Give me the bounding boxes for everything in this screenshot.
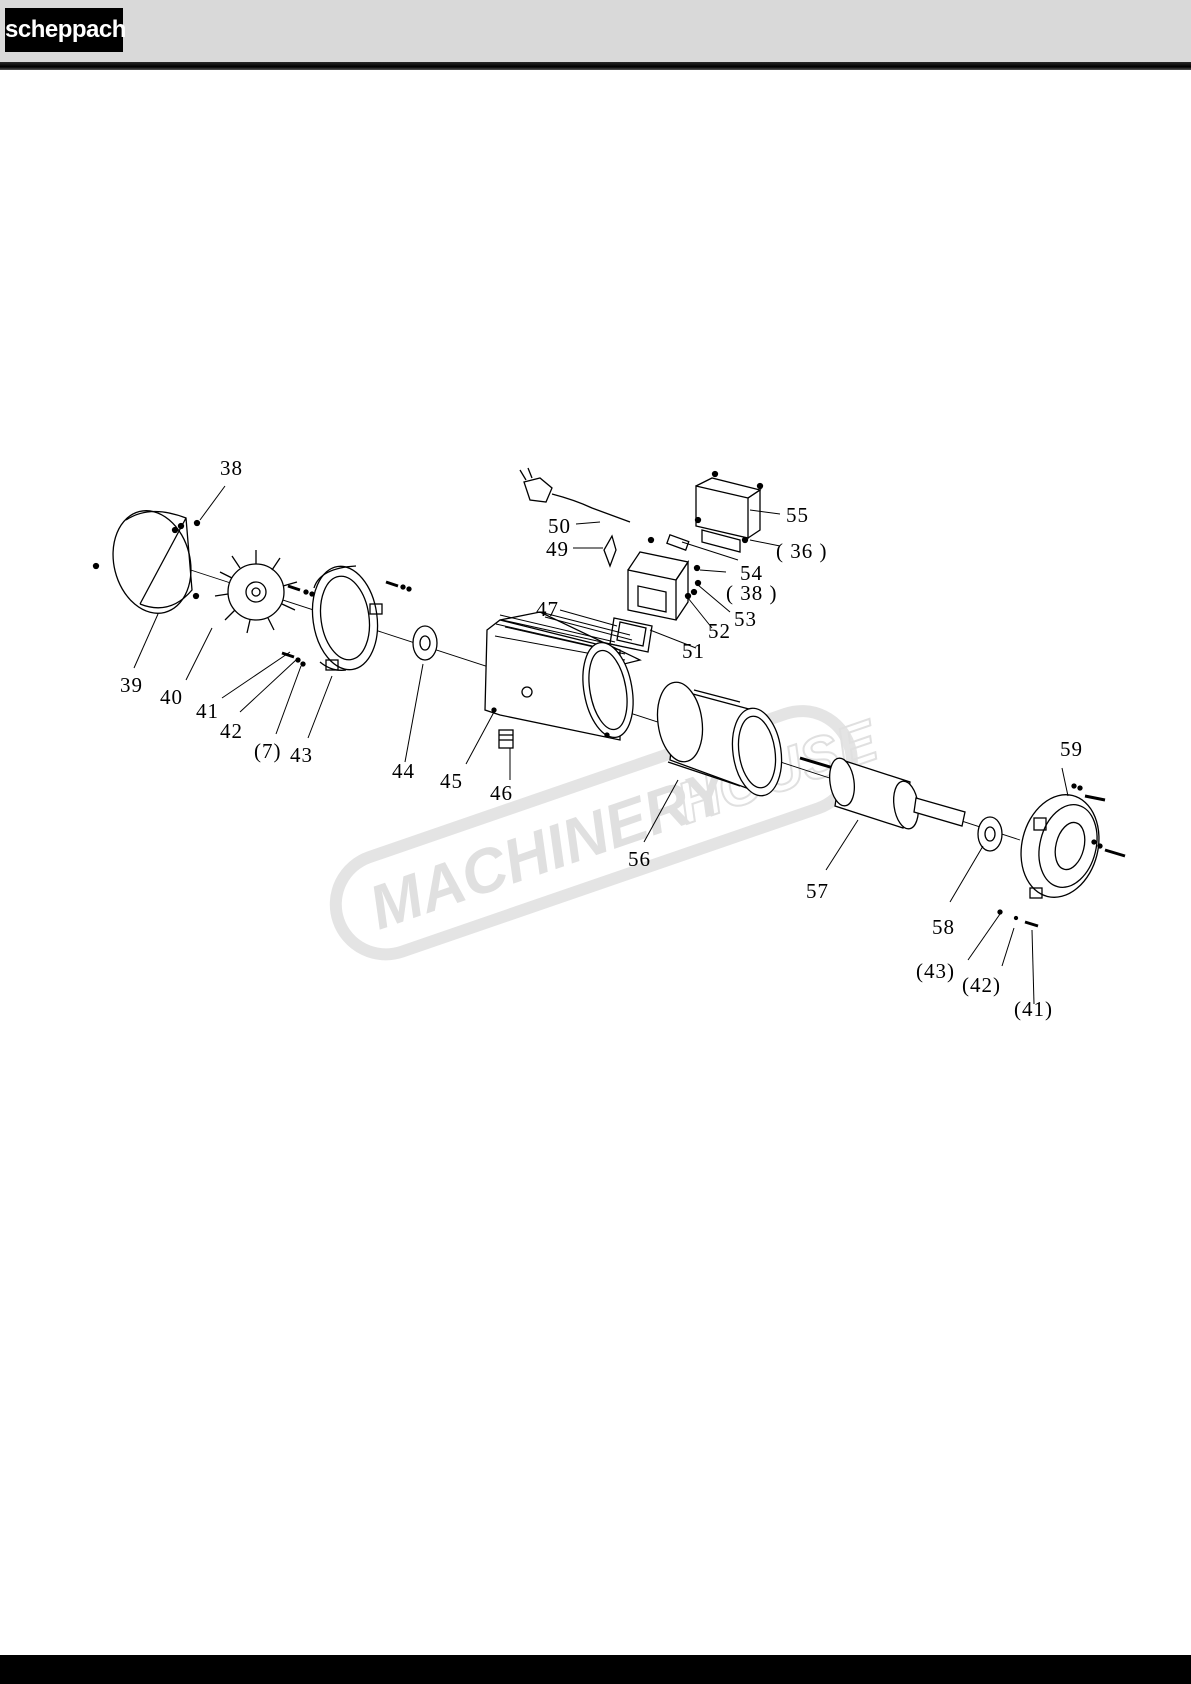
power-cord-part-50 bbox=[520, 468, 630, 522]
end-bell-part-43 bbox=[306, 562, 384, 674]
page-footer-bar bbox=[0, 1655, 1191, 1684]
cable-gland-part-46 bbox=[499, 730, 513, 748]
callout-42: 42 bbox=[220, 719, 243, 743]
fan-cover-part-39 bbox=[94, 502, 202, 621]
callout-39: 39 bbox=[120, 673, 143, 697]
callout-46: 46 bbox=[490, 781, 513, 805]
callout-51: 51 bbox=[682, 639, 705, 663]
end-shield-part-59 bbox=[998, 784, 1125, 926]
callout-41b: (41) bbox=[1014, 997, 1053, 1021]
bearing-part-44 bbox=[413, 626, 437, 660]
parts-drawing bbox=[94, 468, 1126, 1004]
callout-59: 59 bbox=[1060, 737, 1083, 761]
motor-housing-part-45 bbox=[485, 612, 640, 741]
bearing-part-58 bbox=[978, 817, 1002, 851]
fan-part-40 bbox=[215, 550, 297, 633]
callout-labels: 38 39 40 41 42 (7) 43 44 45 46 47 49 50 … bbox=[120, 456, 1083, 1021]
terminal-box-part-51 bbox=[628, 552, 688, 620]
callout-43: 43 bbox=[290, 743, 313, 767]
callout-47: 47 bbox=[536, 597, 559, 621]
callout-49: 49 bbox=[546, 537, 569, 561]
callout-38b: ( 38 ) bbox=[726, 581, 778, 605]
callout-55: 55 bbox=[786, 503, 809, 527]
callout-42b: (42) bbox=[962, 973, 1001, 997]
capacitor-part-54 bbox=[667, 535, 689, 550]
callout-57: 57 bbox=[806, 879, 829, 903]
callout-50: 50 bbox=[548, 514, 571, 538]
box-cover-part-55 bbox=[696, 472, 763, 553]
callout-52: 52 bbox=[708, 619, 731, 643]
strain-relief-part-49 bbox=[604, 536, 616, 566]
callout-7: (7) bbox=[254, 739, 282, 763]
callout-43b: (43) bbox=[916, 959, 955, 983]
callout-56: 56 bbox=[628, 847, 651, 871]
callout-40: 40 bbox=[160, 685, 183, 709]
callout-44: 44 bbox=[392, 759, 415, 783]
callout-45: 45 bbox=[440, 769, 463, 793]
callout-38: 38 bbox=[220, 456, 243, 480]
callout-41: 41 bbox=[196, 699, 219, 723]
callout-36: ( 36 ) bbox=[776, 539, 828, 563]
gasket-part-47 bbox=[610, 618, 652, 652]
callout-53: 53 bbox=[734, 607, 757, 631]
callout-58: 58 bbox=[932, 915, 955, 939]
